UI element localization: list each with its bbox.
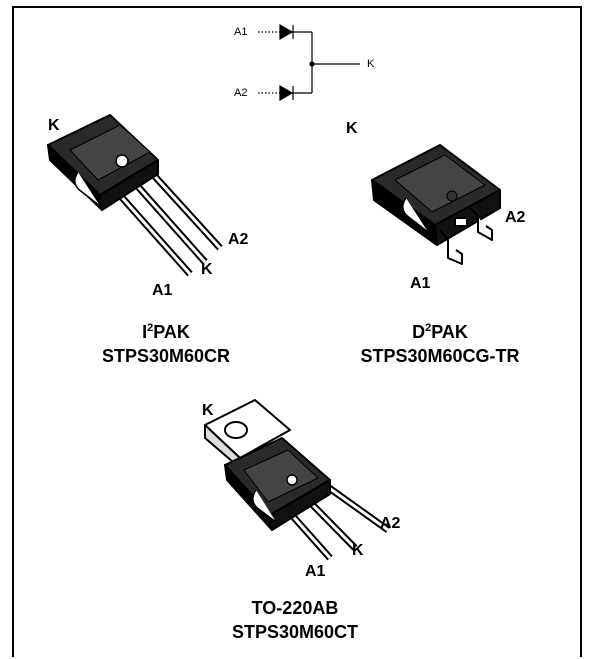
d2pak-name-suffix: PAK — [431, 322, 468, 342]
i2pak-name-suffix: PAK — [153, 322, 190, 342]
diode-schematic — [258, 23, 360, 102]
schematic-label-a2: A2 — [234, 87, 248, 99]
i2pak-name-prefix: I — [142, 322, 148, 342]
i2pak-part-number: STPS30M60CR — [101, 346, 231, 366]
d2pak-pin-k: K — [346, 120, 358, 137]
i2pak-pin-a1: A1 — [152, 282, 173, 299]
to220-pin-a2: A2 — [380, 515, 401, 532]
to220-pin-k: K — [202, 402, 214, 419]
d2pak-name-sup: 2 — [425, 322, 432, 334]
d2pak-pin-a2: A2 — [505, 209, 526, 226]
i2pak-caption: I2PAK STPS30M60CR — [66, 316, 266, 368]
to220-pin-k2: K — [352, 542, 364, 559]
i2pak-pin-a2: A2 — [228, 231, 249, 248]
i2pak-name-sup: 2 — [147, 322, 154, 334]
i2pak-pin-k: K — [48, 117, 60, 134]
d2pak-caption: D2PAK STPS30M60CG-TR — [320, 316, 560, 368]
d2pak-part-number: STPS30M60CG-TR — [360, 346, 520, 366]
diode-a2-icon — [279, 84, 294, 102]
d2pak-drawing — [371, 144, 501, 265]
i2pak-pin-k2: K — [201, 261, 213, 278]
to220-pin-a1: A1 — [305, 563, 326, 580]
schematic-label-a1: A1 — [234, 26, 248, 38]
to220-drawing — [204, 399, 391, 561]
d2pak-pin-a1: A1 — [410, 275, 431, 292]
to220-caption: TO-220AB STPS30M60CT — [195, 596, 395, 644]
to220-part-number: STPS30M60CT — [231, 622, 359, 642]
figure-frame — [12, 6, 582, 657]
to220-name: TO-220AB — [251, 598, 339, 618]
d2pak-name-prefix: D — [412, 322, 426, 342]
diode-a1-icon — [279, 23, 294, 41]
i2pak-drawing — [47, 114, 223, 277]
schematic-label-k: K — [367, 58, 375, 70]
